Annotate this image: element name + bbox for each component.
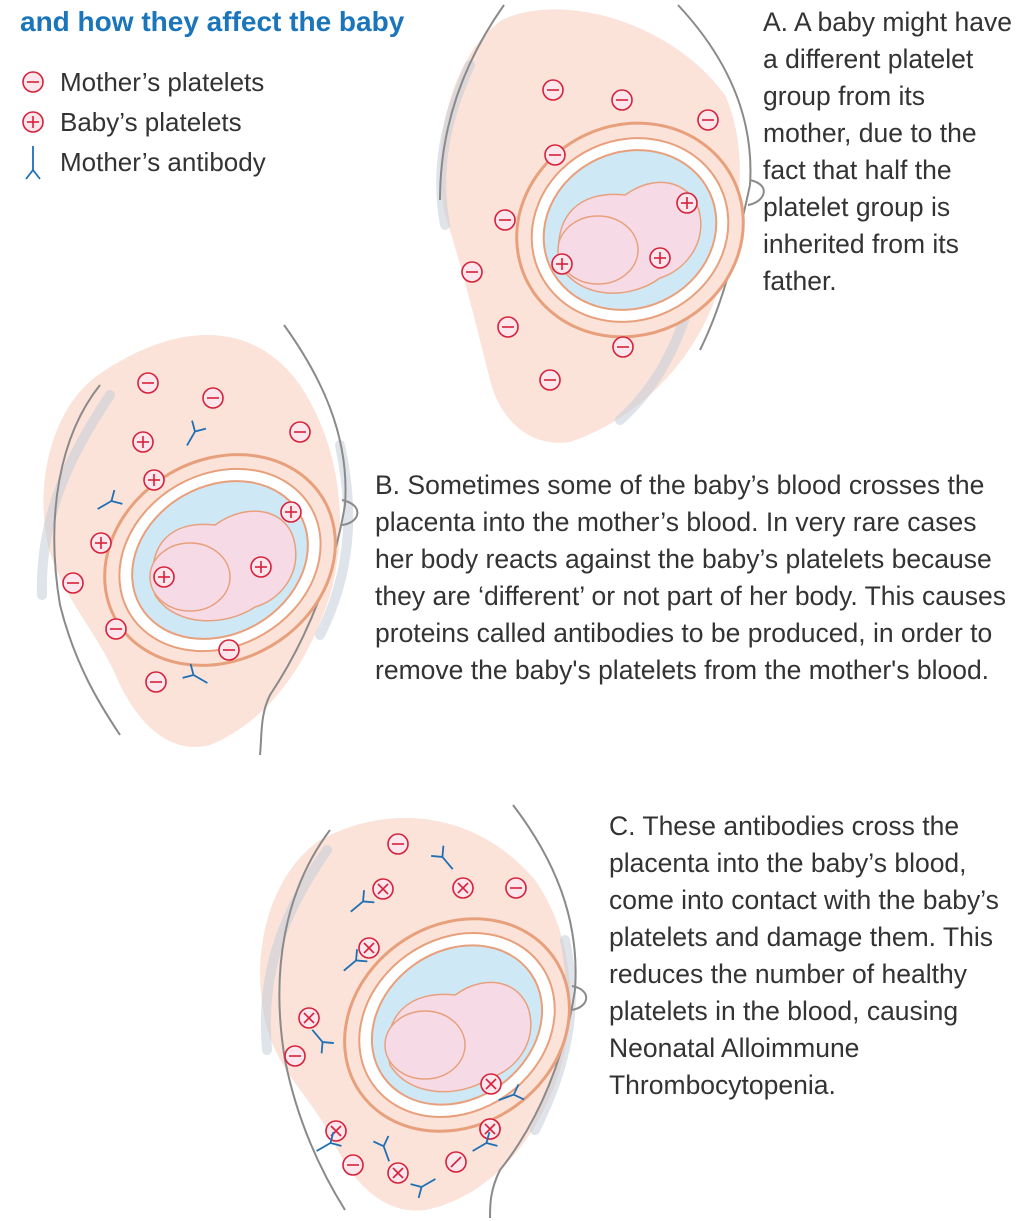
legend-label: Mother’s platelets (60, 65, 264, 99)
minus-circle-icon (343, 1155, 363, 1175)
legend-item-mother-antibody: Mother’s antibody (20, 142, 266, 182)
minus-circle-icon (612, 90, 632, 110)
pregnancy-illustration-c (235, 800, 595, 1218)
page-title: and how they affect the baby (20, 2, 404, 42)
minus-circle-icon (545, 145, 565, 165)
plus-circle-icon (251, 557, 271, 577)
pregnancy-illustration-b (20, 315, 370, 755)
caption-c: C. These antibodies cross the placenta i… (609, 808, 1019, 1104)
cross-circle-icon (326, 1121, 346, 1141)
plus-circle-icon (677, 193, 697, 213)
cross-circle-icon (373, 879, 393, 899)
cross-circle-icon (481, 1074, 501, 1094)
minus-circle-icon (698, 110, 718, 130)
minus-circle-icon (146, 672, 166, 692)
minus-circle-icon (138, 373, 158, 393)
minus-circle-icon (290, 422, 310, 442)
minus-circle-icon (613, 337, 633, 357)
plus-circle-icon (144, 470, 164, 490)
minus-circle-icon (543, 80, 563, 100)
minus-circle-icon (219, 640, 239, 660)
cross-circle-icon (299, 1008, 319, 1028)
minus-circle-icon (20, 69, 60, 95)
minus-circle-icon (540, 370, 560, 390)
plus-circle-icon (650, 248, 670, 268)
minus-circle-icon (203, 388, 223, 408)
minus-circle-icon (506, 878, 526, 898)
pregnancy-illustration-a (420, 0, 760, 450)
cross-circle-icon (359, 938, 379, 958)
legend-item-mother-platelets: Mother’s platelets (20, 62, 266, 102)
plus-circle-icon (281, 502, 301, 522)
minus-circle-icon (285, 1046, 305, 1066)
legend-label: Mother’s antibody (60, 145, 266, 179)
minus-circle-icon (106, 619, 126, 639)
plus-circle-icon (91, 533, 111, 553)
plus-circle-icon (133, 432, 153, 452)
minus-circle-icon (388, 834, 408, 854)
minus-circle-icon (498, 317, 518, 337)
plus-circle-icon (154, 567, 174, 587)
cross-circle-icon (388, 1163, 408, 1183)
minus-circle-icon (495, 210, 515, 230)
caption-b: B. Sometimes some of the baby’s blood cr… (375, 467, 1015, 689)
caption-a: A. A baby might have a different platele… (763, 4, 1018, 300)
y-antibody-icon (20, 144, 60, 180)
minus-circle-icon (462, 262, 482, 282)
plus-circle-icon (20, 109, 60, 135)
legend: Mother’s platelets Baby’s platelets Moth… (20, 62, 266, 182)
minus-circle-icon (63, 573, 83, 593)
legend-label: Baby’s platelets (60, 105, 242, 139)
legend-item-baby-platelets: Baby’s platelets (20, 102, 266, 142)
slash-circle-icon (446, 1152, 466, 1172)
cross-circle-icon (480, 1119, 500, 1139)
cross-circle-icon (453, 878, 473, 898)
plus-circle-icon (552, 254, 572, 274)
